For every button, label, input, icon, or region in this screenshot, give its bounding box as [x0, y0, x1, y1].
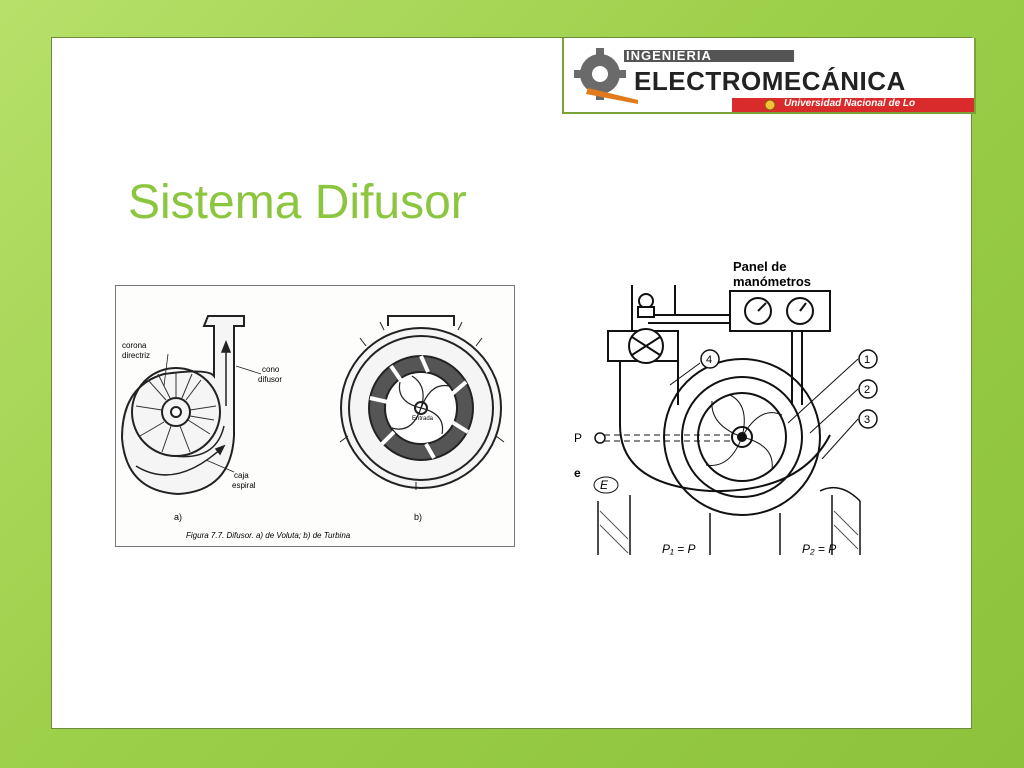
logo-line1: INGENIERIA: [626, 48, 712, 63]
slide-title: Sistema Difusor: [128, 176, 467, 229]
callout-3: 3: [864, 414, 870, 426]
logo-top-strip: [624, 50, 794, 62]
gear-logo-icon: [574, 48, 638, 104]
label-bottom-2: P₂ = P: [802, 542, 836, 555]
valve-icon: [607, 293, 679, 364]
label-cono: cono: [262, 365, 280, 374]
diffuser-drawing: corona directriz cono difusor caja espir…: [120, 315, 505, 540]
label-a: a): [174, 512, 182, 522]
e-circle-marker: [593, 476, 619, 494]
figure-caption: Figura 7.7. Difusor. a) de Voluta; b) de…: [186, 531, 351, 540]
callout-1: 1: [864, 354, 870, 366]
pump-base: [597, 486, 861, 555]
label-entrada: Entrada: [412, 416, 434, 422]
turbine-flow-arrows: [339, 321, 505, 490]
callout-4: 4: [706, 354, 712, 366]
pump-casing: [619, 358, 831, 516]
label-corona: corona: [122, 341, 147, 350]
diffuser-figure-left: corona directriz cono difusor caja espir…: [115, 285, 515, 547]
volute-flow-arrows: [135, 339, 232, 476]
panel-label-line1: Panel de: [733, 259, 786, 274]
label-e-circle: E: [600, 478, 609, 492]
gauge-panel: [729, 290, 831, 332]
logo-line3: Universidad Nacional de Lo: [784, 98, 916, 109]
university-logo: INGENIERIA ELECTROMECÁNICA Universidad N…: [562, 38, 976, 114]
label-b: b): [414, 512, 422, 522]
volute-leader-lines: [163, 353, 262, 473]
callout-2: 2: [864, 384, 870, 396]
callout-markers: [700, 349, 878, 429]
label-directriz: directriz: [122, 351, 150, 360]
pump-figure-right: Panel de manómetros: [570, 255, 890, 556]
panel-label-line2: manómetros: [733, 274, 811, 289]
logo-bottom-strip: [732, 98, 974, 112]
pressure-tap-icon: [594, 432, 606, 444]
label-espiral: espiral: [232, 481, 256, 490]
base-hatching: [599, 510, 859, 554]
label-bottom-1: P₁ = P: [662, 542, 695, 555]
label-p: P: [574, 431, 582, 445]
label-e-small: e: [574, 466, 581, 480]
volute-diagram: [120, 315, 245, 496]
turbine-vane-gaps: [369, 355, 470, 459]
turbine-diagram: [340, 315, 502, 489]
piping: [631, 285, 803, 405]
pump-drawing: Panel de manómetros: [574, 259, 878, 556]
callout-leaders: [669, 358, 859, 460]
pressure-line: [604, 434, 732, 442]
volute-vanes: [135, 372, 217, 453]
pump-impeller-blades: [705, 394, 783, 470]
label-caja: caja: [234, 471, 249, 480]
logo-line2: ELECTROMECÁNICA: [634, 66, 906, 96]
label-difusor: difusor: [258, 375, 282, 384]
seal-icon: [764, 99, 776, 111]
turbine-impeller-blades: [391, 375, 450, 435]
